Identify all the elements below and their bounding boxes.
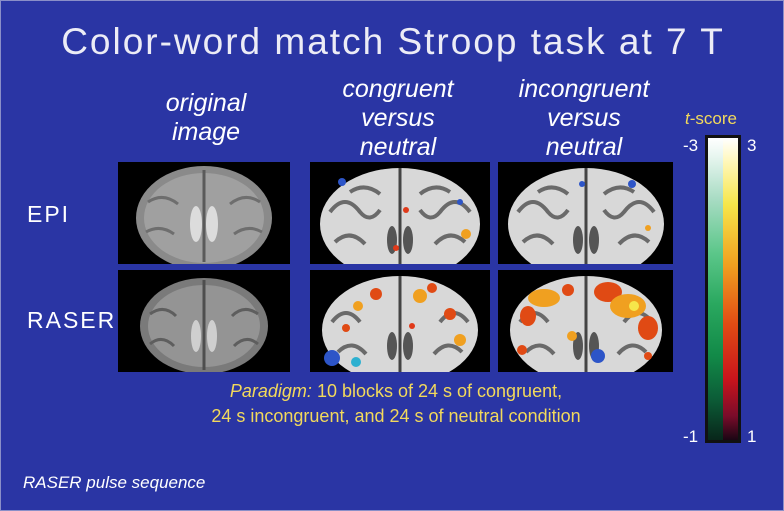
brain-image-epi-original	[118, 162, 290, 264]
brain-image-raser-original	[118, 270, 290, 372]
brain-image-raser-incongruent	[498, 270, 673, 372]
column-header-line: neutral	[359, 133, 437, 161]
colorbar-positive-min: 1	[747, 427, 757, 446]
column-header-line: image	[171, 118, 241, 146]
colorbar-positive-scale	[723, 135, 741, 443]
paradigm-caption: Paradigm: 10 blocks of 24 s of congruent…	[161, 379, 631, 429]
brain-image-raser-congruent	[310, 270, 490, 372]
column-header-line: incongruent	[518, 75, 650, 103]
slide-title: Color-word match Stroop task at 7 T	[61, 21, 725, 62]
paradigm-line-1: Paradigm: 10 blocks of 24 s of congruent…	[161, 379, 631, 404]
colorbar-negative-max: -3	[683, 136, 699, 155]
colorbar-title-prefix: t	[685, 109, 690, 128]
paradigm-line-2: 24 s incongruent, and 24 s of neutral co…	[211, 406, 581, 426]
colorbar-title: t-score	[685, 109, 737, 129]
colorbar-title-suffix: -score	[689, 109, 737, 128]
row-label-epi: EPI	[27, 201, 71, 227]
footnote: RASER pulse sequence	[23, 473, 206, 492]
column-header-original: original image	[131, 89, 281, 147]
colorbar-positive-max: 3	[747, 136, 757, 155]
column-header-congruent: congruent versus neutral	[313, 75, 483, 162]
column-header-line: versus	[547, 104, 621, 132]
column-header-incongruent: incongruent versus neutral	[499, 75, 669, 162]
colorbar-negative-min: -1	[683, 427, 699, 446]
brain-image-epi-congruent	[310, 162, 490, 264]
row-label-raser: RASER	[27, 307, 117, 333]
column-header-line: versus	[361, 104, 435, 132]
paradigm-text-1: 10 blocks of 24 s of congruent,	[311, 381, 563, 401]
column-header-line: congruent	[342, 75, 454, 103]
column-header-line: neutral	[545, 133, 623, 161]
brain-image-epi-incongruent	[498, 162, 673, 264]
paradigm-label: Paradigm:	[229, 381, 312, 401]
column-header-line: original	[165, 89, 247, 117]
